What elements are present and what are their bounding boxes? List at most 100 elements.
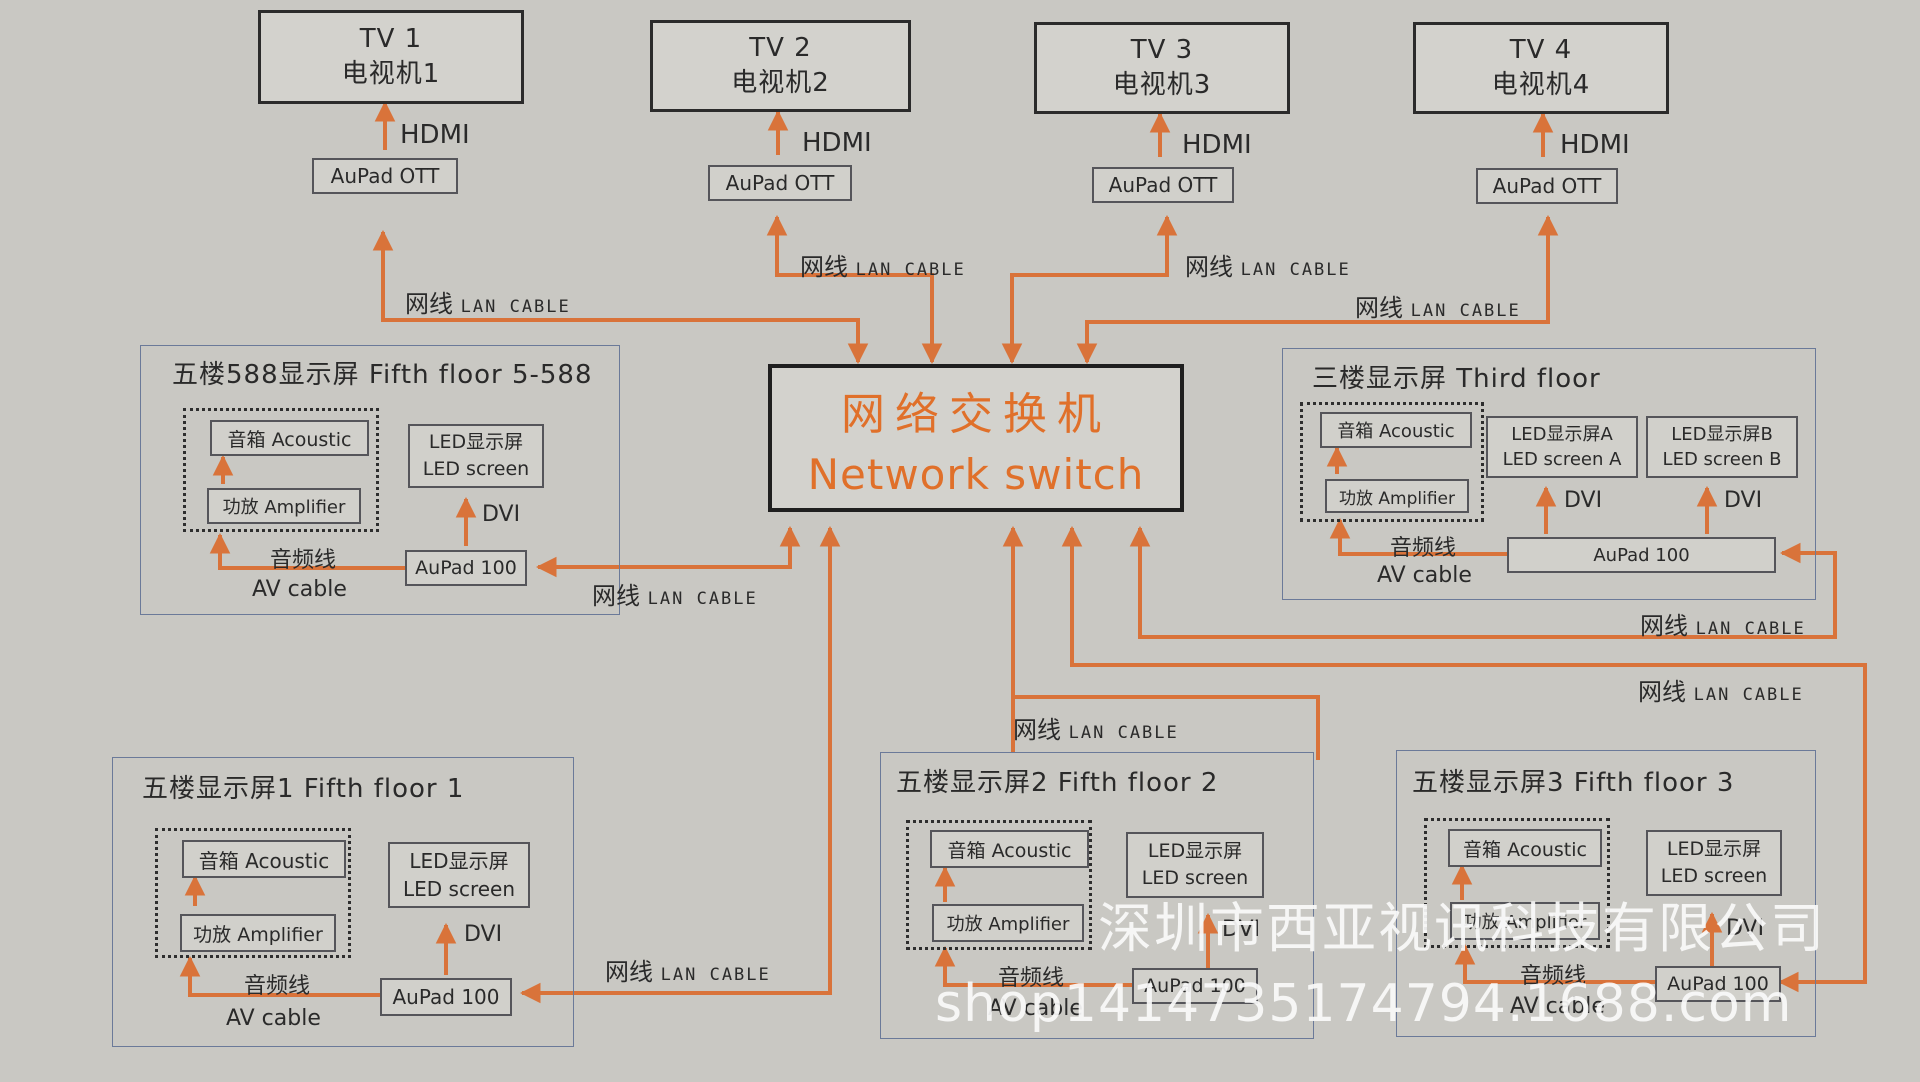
network-switch-en: Network switch [807,449,1145,499]
panel-fifth-floor-5-588 [140,345,620,615]
audio-group-f5-2 [906,820,1092,950]
av-cable-en-third: AV cable [1377,563,1472,588]
audio-group-f5-588 [183,408,379,532]
watermark-company: 深圳市西亚视讯科技有限公司 [1098,897,1826,960]
amplifier-box-f5-2: 功放 Amplifier [932,904,1084,942]
tv-4-label: TV 4 [1509,34,1573,65]
amplifier-box-f5-1: 功放 Amplifier [180,914,336,952]
hdmi-label-1: HDMI [400,120,470,150]
aupad-ott-4: AuPad OTT [1476,168,1618,204]
lan-wire-tv4 [1076,214,1559,365]
dvi-label-f5-3: DVI [1726,916,1765,941]
panel-fifth-floor-1 [112,757,574,1047]
aupad-100-f5-2: AuPad 100 [1132,968,1258,1004]
tv-2-label: TV 2 [749,32,812,63]
av-cable-cn-f5-3: 音频线 [1520,964,1587,989]
aupad-100-f5-3: AuPad 100 [1655,966,1781,1002]
aupad-ott-2: AuPad OTT [708,165,852,201]
lan-label-f5-588: 网线 LAN CABLE [592,582,758,610]
aupad-ott-3: AuPad OTT [1092,167,1234,203]
tv-2-cn-label: 电视机2 [731,68,830,98]
lan-label-tv4: 网线 LAN CABLE [1355,294,1521,322]
av-wire-f5-588 [209,532,405,570]
lan-label-tv3: 网线 LAN CABLE [1185,253,1351,281]
lan-label-f5-1: 网线 LAN CABLE [605,958,771,986]
av-wire-f5-1 [179,955,380,997]
lan-wire-f5-2-branch [1013,695,1320,760]
tv-3-cn-label: 电视机3 [1112,70,1212,100]
network-switch-cn: 网络交换机 [841,388,1111,440]
acoustic-box-f5-588: 音箱 Acoustic [210,420,369,456]
lan-wire-third [1129,525,1837,639]
lan-wire-f5-3 [1061,525,1867,993]
panel-title-f5-3: 五楼显示屏3 Fifth floor 3 [1412,768,1735,798]
panel-title-third: 三楼显示屏 Third floor [1312,364,1601,394]
av-cable-en-f5-588: AV cable [252,577,347,602]
panel-title-f5-1: 五楼显示屏1 Fifth floor 1 [142,774,465,804]
lan-label-f5-2: 网线 LAN CABLE [1013,716,1179,744]
av-cable-cn-f5-2: 音频线 [998,966,1065,991]
lan-label-tv2: 网线 LAN CABLE [800,253,966,281]
av-wire-f5-3 [1454,943,1655,984]
av-cable-en-f5-3: AV cable [1510,994,1605,1019]
panel-fifth-floor-3 [1396,750,1816,1037]
av-cable-cn-f5-588: 音频线 [270,548,337,573]
dvi-label-f5-2: DVI [1222,917,1261,942]
av-cable-cn-f5-1: 音频线 [244,974,311,999]
tv-1-label: TV 1 [359,23,423,54]
panel-title-f5-2: 五楼显示屏2 Fifth floor 2 [896,768,1219,798]
panel-third-floor [1282,348,1816,600]
panel-fifth-floor-2 [880,752,1314,1039]
panel-title-f5-588: 五楼588显示屏 Fifth floor 5-588 [172,360,593,390]
dvi-label-f5-588: DVI [482,502,521,527]
dvi-label-third-b: DVI [1724,488,1763,513]
av-cable-en-f5-1: AV cable [226,1006,321,1031]
aupad-ott-1: AuPad OTT [312,158,458,194]
av-cable-en-f5-2: AV cable [988,996,1083,1021]
lan-wire-tv2 [766,214,943,365]
amplifier-box-third: 功放 Amplifier [1325,479,1469,513]
av-wire-f5-2 [934,945,1132,987]
aupad-100-f5-588: AuPad 100 [405,550,527,586]
acoustic-box-third: 音箱 Acoustic [1320,412,1472,448]
aupad-100-third: AuPad 100 [1507,537,1776,573]
lan-label-third: 网线 LAN CABLE [1640,612,1806,640]
dvi-label-third-a: DVI [1564,488,1603,513]
audio-group-third [1300,402,1484,522]
acoustic-box-f5-1: 音箱 Acoustic [182,840,346,878]
tv-1-box: TV 1 电视机1 [258,10,524,104]
acoustic-box-f5-3: 音箱 Acoustic [1448,829,1602,867]
av-wire-third [1329,517,1507,556]
hdmi-label-3: HDMI [1182,130,1252,160]
lan-wire-f5-1 [519,525,841,1004]
tv-1-cn-label: 电视机1 [341,59,441,89]
audio-group-f5-3 [1424,818,1610,948]
amplifier-box-f5-588: 功放 Amplifier [207,488,361,524]
lan-wire-tv3 [1001,214,1178,365]
tv-3-label: TV 3 [1130,34,1194,65]
hdmi-label-4: HDMI [1560,130,1630,160]
tv-4-box: TV 4 电视机4 [1413,22,1669,114]
amplifier-box-f5-3: 功放 Amplifier [1450,902,1600,940]
tv-3-box: TV 3 电视机3 [1034,22,1290,114]
av-cable-cn-third: 音频线 [1390,536,1457,561]
acoustic-box-f5-2: 音箱 Acoustic [930,830,1089,868]
aupad-100-f5-1: AuPad 100 [380,978,512,1016]
tv-2-box: TV 2 电视机2 [650,20,911,112]
lan-label-f5-3-route: 网线 LAN CABLE [1638,678,1804,706]
network-switch: 网络交换机 Network switch [768,364,1184,512]
tv-4-cn-label: 电视机4 [1491,70,1591,100]
audio-group-f5-1 [155,828,351,958]
hdmi-label-2: HDMI [802,128,872,158]
watermark-shop-url: shop1414735174794.1688.com [935,974,1793,1034]
dvi-label-f5-1: DVI [464,922,503,947]
lan-label-tv1: 网线 LAN CABLE [405,290,571,318]
